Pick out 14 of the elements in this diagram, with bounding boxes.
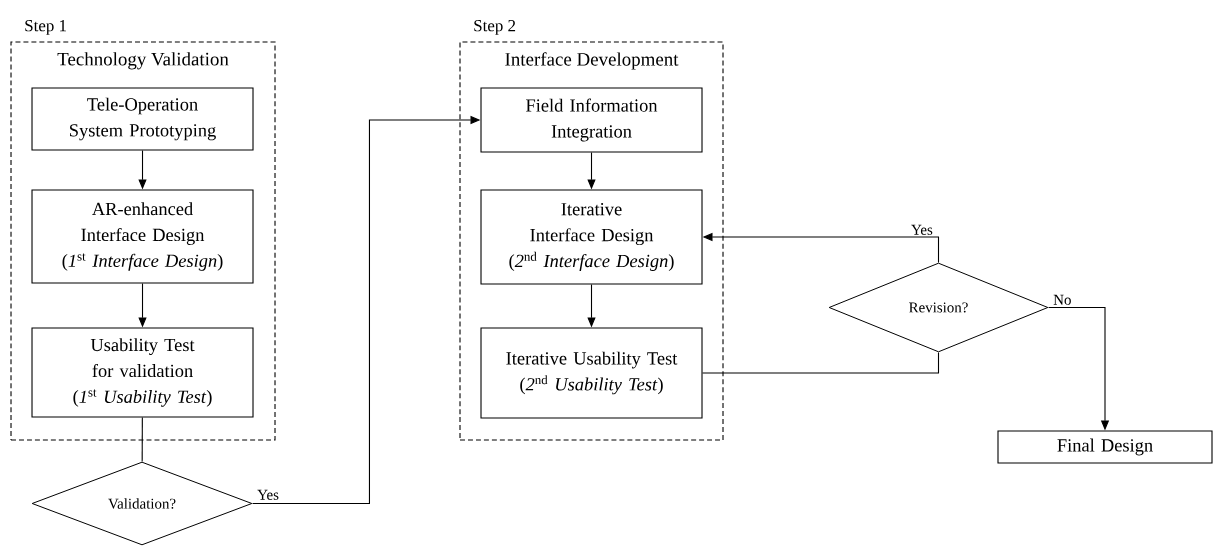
group-heading: Interface Development (505, 52, 679, 70)
process-box: Field Information Integration (480, 87, 703, 153)
step-heading: Step 1 (25, 20, 66, 35)
process-box: AR-enhanced Interface Design (1$^{st}$ Interface Design) (31, 189, 254, 284)
process-box: Usability Test for validation (1$^{st}$ Usability Test) (31, 327, 254, 418)
edge-label: Yes (256, 488, 280, 501)
edge-label: No (1052, 293, 1073, 306)
process-box: Iterative Interface Design (2$^{nd}$ Interface Design) (480, 189, 703, 285)
process-box: Final Design (997, 430, 1213, 464)
edge-label: Yes (910, 223, 934, 236)
process-box: Tele-Operation System Prototyping (31, 87, 254, 151)
group-heading: Technology Validation (57, 52, 229, 70)
process-box: Iterative Usability Test (2$^{nd}$ Usability Test) (480, 327, 703, 419)
step-heading: Step 2 (474, 20, 516, 35)
